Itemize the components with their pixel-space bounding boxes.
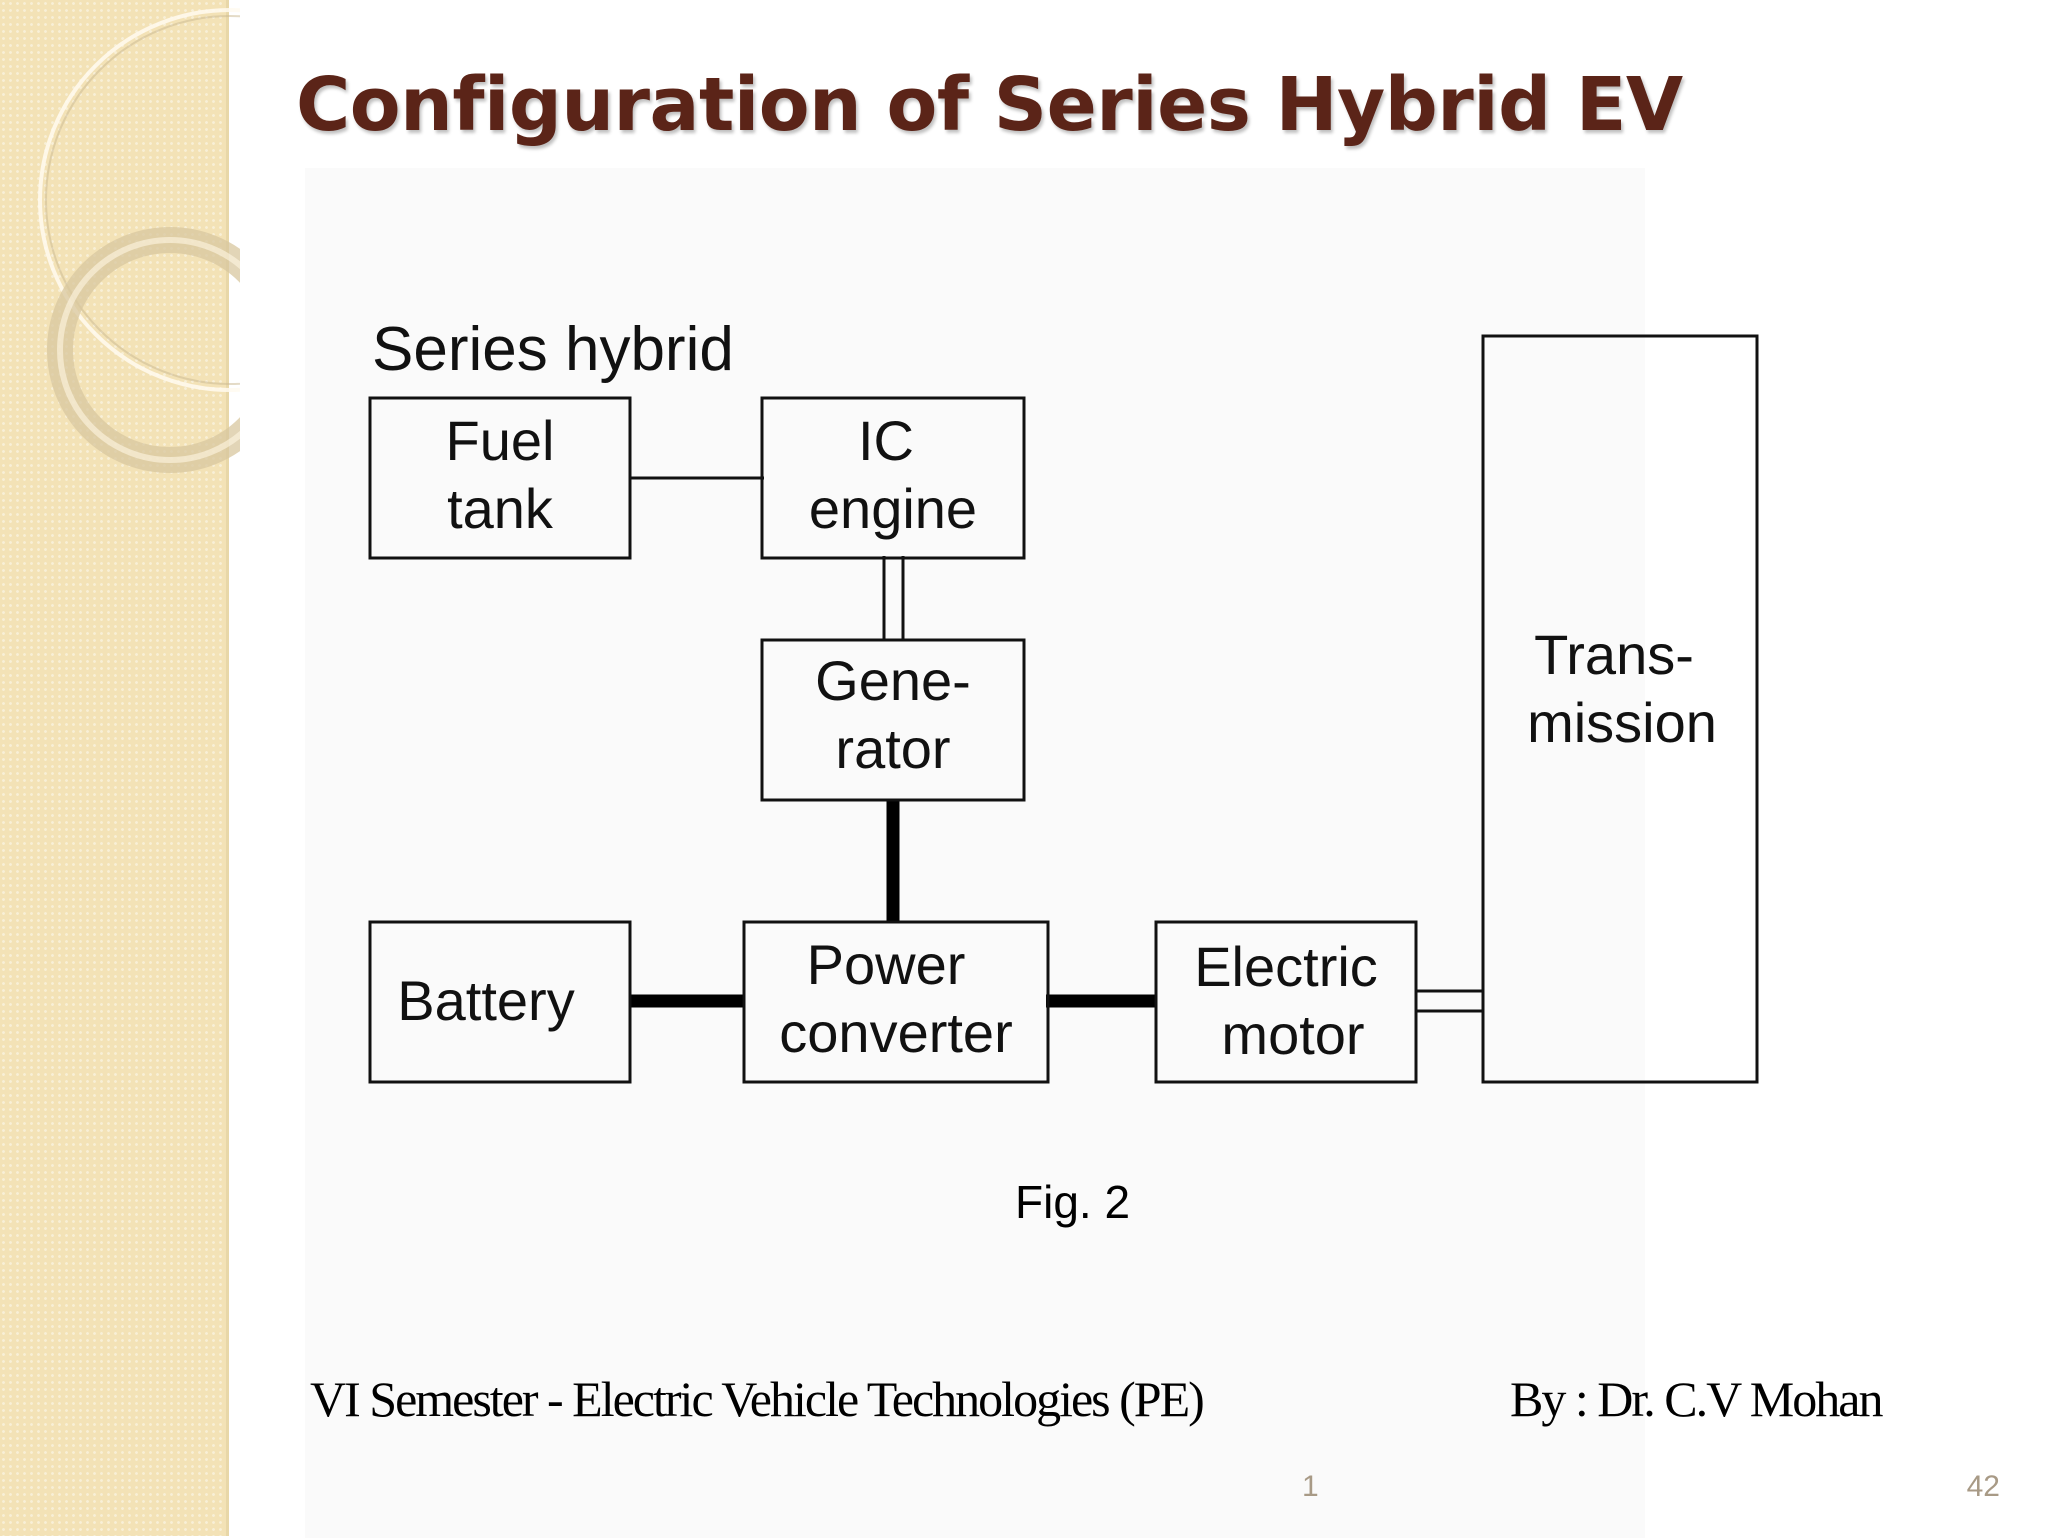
fuel-tank-block	[368, 396, 632, 560]
ic-engine-label-line1: IC	[858, 409, 914, 472]
sidebar-edge	[226, 0, 229, 1536]
footer-course-info: VI Semester - Electric Vehicle Technolog…	[310, 1371, 1205, 1427]
transmission-block	[1481, 334, 1759, 1084]
page-number: 42	[1966, 1470, 2000, 1503]
transmission-label-line2: mission	[1527, 691, 1717, 754]
fuel-tank-label-line2: tank	[447, 477, 554, 540]
generator-label-line1: Gene-	[815, 649, 971, 712]
power-converter-label-line2: converter	[779, 1001, 1012, 1064]
ic-engine-block	[760, 396, 1026, 560]
battery-block	[368, 920, 632, 1084]
battery-label: Battery	[397, 969, 574, 1032]
diagram-heading: Series hybrid	[372, 315, 734, 384]
fuel-tank-label-line1: Fuel	[446, 409, 555, 472]
slide-title: Configuration of Series Hybrid EV	[296, 62, 1683, 148]
generator-block	[760, 638, 1026, 802]
generator-label-line2: rator	[835, 717, 950, 780]
transmission-label-line1: Trans-	[1534, 623, 1694, 686]
power-converter-block	[742, 920, 1050, 1084]
slide-mark: 1	[1302, 1470, 1319, 1503]
electric-motor-label-line1: Electric	[1194, 935, 1378, 998]
electric-motor-block	[1154, 920, 1418, 1084]
electric-motor-label-line2: motor	[1221, 1003, 1364, 1066]
figure-background	[305, 168, 1645, 1538]
ic-engine-label-line2: engine	[809, 477, 977, 540]
decorative-rings	[38, 8, 240, 473]
power-converter-label-line1: Power	[807, 933, 966, 996]
figure-caption: Fig. 2	[1015, 1176, 1131, 1228]
footer-author: By : Dr. C.V Mohan	[1510, 1371, 1883, 1427]
